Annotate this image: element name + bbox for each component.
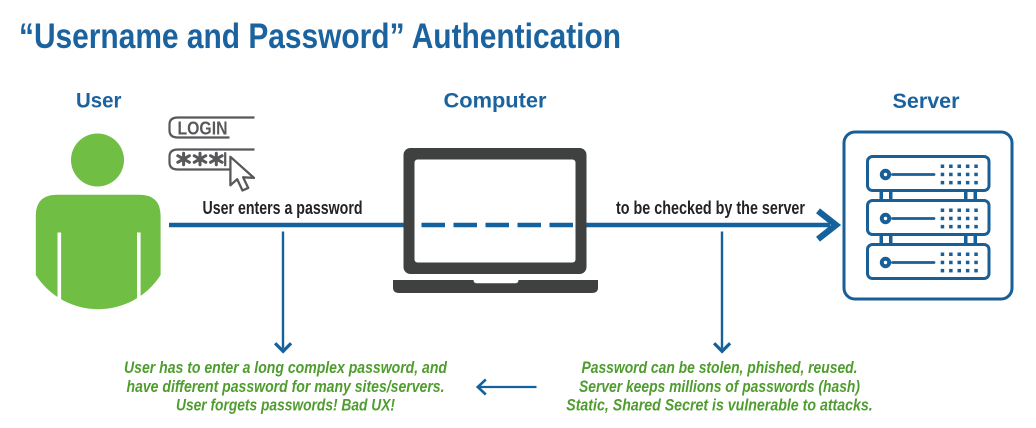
svg-text:LOGIN: LOGIN — [178, 118, 228, 138]
svg-text:User enters a password: User enters a password — [203, 198, 363, 218]
svg-text:Server: Server — [893, 89, 961, 113]
svg-text:Computer: Computer — [444, 89, 548, 113]
svg-text:Static, Shared Secret is vulne: Static, Shared Secret is vulnerable to a… — [566, 397, 873, 415]
svg-text:Server keeps millions of passw: Server keeps millions of passwords (hash… — [579, 378, 860, 396]
svg-text:User has to enter a long compl: User has to enter a long complex passwor… — [124, 359, 448, 377]
svg-text:“Username and Password” Authen: “Username and Password” Authentication — [19, 17, 621, 56]
svg-text:Password can be stolen, phishe: Password can be stolen, phished, reused. — [582, 359, 858, 377]
svg-text:have different password for ma: have different password for many sites/s… — [127, 378, 445, 396]
svg-text:to be checked by the server: to be checked by the server — [616, 198, 805, 218]
svg-text:User forgets passwords! Bad UX: User forgets passwords! Bad UX! — [176, 397, 395, 415]
svg-text:User: User — [76, 89, 122, 113]
